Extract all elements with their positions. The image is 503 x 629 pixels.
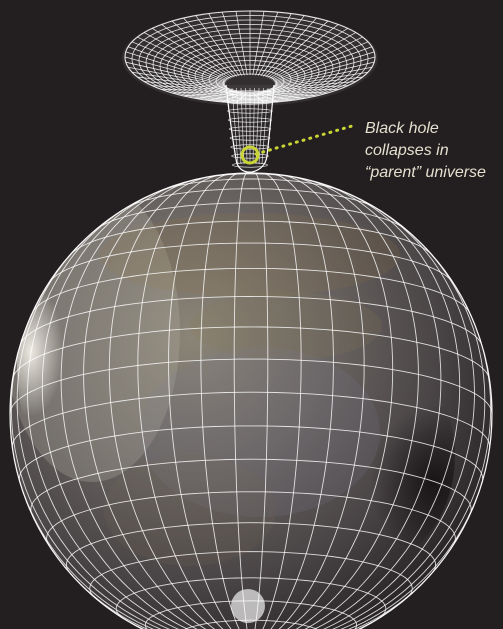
black-hole-funnel (122, 10, 378, 173)
ring-marker (240, 145, 260, 165)
annotation-caption: Black hole collapses in “parent” univers… (365, 118, 503, 184)
annotation-dotted-line (254, 124, 354, 156)
caption-line-2: collapses in (365, 142, 449, 159)
caption-line-3: “parent” universe (365, 164, 486, 181)
universe-sphere (9, 172, 493, 629)
caption-line-1: Black hole (365, 120, 439, 137)
